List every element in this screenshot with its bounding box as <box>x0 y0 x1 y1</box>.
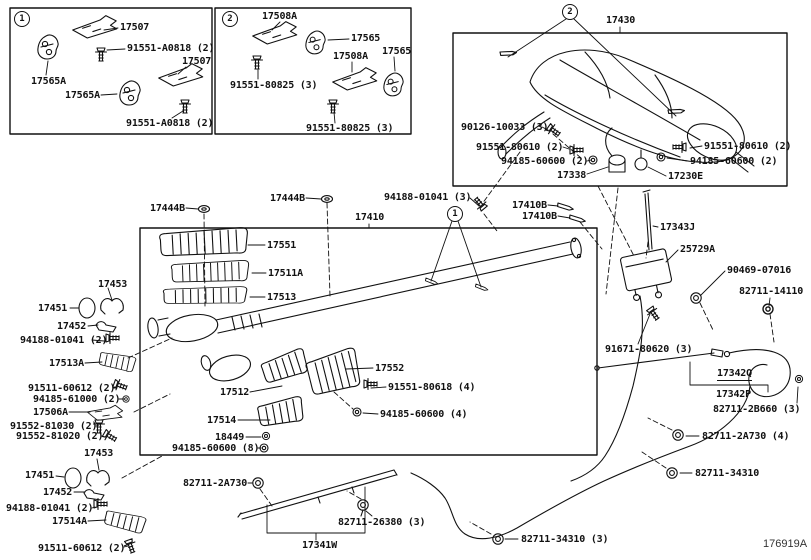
part-label-17565: 17565 <box>351 33 381 44</box>
control-cable-drawing <box>410 295 791 540</box>
inset-box-2 <box>214 7 412 135</box>
box2-hanger-bracket-parts <box>250 20 404 114</box>
part-label-17451: 17451 <box>38 303 68 314</box>
part-label-82711-34310-3-: 82711-34310 (3) <box>521 534 609 545</box>
part-label-91552-81020-2-: 91552-81020 (2) <box>16 431 104 442</box>
part-label-17513A: 17513A <box>49 358 84 369</box>
part-label-18449: 18449 <box>215 432 245 443</box>
callout-balloon-1: 1 <box>447 206 463 222</box>
part-label-17342Q: 17342Q <box>717 368 752 381</box>
part-label-17410: 17410 <box>355 212 385 223</box>
part-label-94185-61000-2-: 94185-61000 (2) <box>33 394 121 405</box>
leader-lines <box>45 18 799 548</box>
part-label-17338: 17338 <box>557 170 587 181</box>
part-label-82711-2B660-3-: 82711-2B660 (3) <box>713 404 801 415</box>
part-label-17507: 17507 <box>120 22 150 33</box>
part-label-17514A: 17514A <box>52 516 87 527</box>
part-label-17341W: 17341W <box>302 540 337 551</box>
part-label-91511-60612-2-: 91511-60612 (2) <box>28 383 116 394</box>
part-label-91671-80620-3-: 91671-80620 (3) <box>605 344 693 355</box>
part-label-17565A: 17565A <box>65 90 100 101</box>
part-label-17513: 17513 <box>267 292 297 303</box>
part-label-17410B: 17410B <box>522 211 557 222</box>
part-label-17451: 17451 <box>25 470 55 481</box>
part-label-17565: 17565 <box>382 46 412 57</box>
part-label-94185-60600-2-: 94185-60600 (2) <box>501 156 589 167</box>
part-label-17508A: 17508A <box>333 51 368 62</box>
part-label-17508A: 17508A <box>262 11 297 22</box>
part-label-17410B: 17410B <box>512 200 547 211</box>
part-label-17453: 17453 <box>84 448 114 459</box>
part-label-17511A: 17511A <box>268 268 303 279</box>
part-label-94185-60600-4-: 94185-60600 (4) <box>380 409 468 420</box>
part-label-90469-07016: 90469-07016 <box>727 265 792 276</box>
center-fasteners <box>259 377 378 453</box>
part-label-91551-80825-3-: 91551-80825 (3) <box>230 80 318 91</box>
part-label-90126-10033-3-: 90126-10033 (3) <box>461 122 549 133</box>
part-label-17452: 17452 <box>57 321 87 332</box>
part-label-91551-A0818-2-: 91551-A0818 (2) <box>127 43 215 54</box>
part-label-17343J: 17343J <box>660 222 695 233</box>
part-label-91511-60612-2-: 91511-60612 (2) <box>38 543 126 554</box>
actuator-25729A-drawing <box>620 248 673 301</box>
callout-balloon-2: 2 <box>222 11 238 27</box>
right-fasteners-clips <box>252 292 804 545</box>
part-label-82711-14110: 82711-14110 <box>739 286 804 297</box>
part-label-82711-26380-3-: 82711-26380 (3) <box>338 517 426 528</box>
converter-drawing <box>200 354 252 382</box>
part-label-17512: 17512 <box>220 387 250 398</box>
part-label-82711-2A730: 82711-2A730 <box>183 478 248 489</box>
valve-canister-drawing <box>605 127 648 173</box>
part-label-17507: 17507 <box>182 56 212 67</box>
dashed-connectors <box>121 133 775 535</box>
muffler-drawing <box>497 48 755 173</box>
callout-balloon-1: 1 <box>14 11 30 27</box>
part-label-91551-80610-2-: 91551-80610 (2) <box>476 142 564 153</box>
part-label-17514: 17514 <box>207 415 237 426</box>
part-label-91551-80825-3-: 91551-80825 (3) <box>306 123 394 134</box>
part-label-25729A: 25729A <box>680 244 715 255</box>
exhaust-pipe-drawing <box>147 237 582 343</box>
part-label-82711-2A730-4-: 82711-2A730 (4) <box>702 431 790 442</box>
part-label-17551: 17551 <box>267 240 297 251</box>
part-label-17453: 17453 <box>98 279 128 290</box>
part-label-17444B: 17444B <box>270 193 305 204</box>
part-label-91552-81030-2-: 91552-81030 (2) <box>10 421 98 432</box>
rod-17341W-drawing <box>237 469 398 520</box>
part-label-91551-80618-4-: 91551-80618 (4) <box>388 382 476 393</box>
part-label-17430: 17430 <box>606 15 636 26</box>
part-label-94188-01041-2-: 94188-01041 (2) <box>6 503 94 514</box>
exhaust-control-rod-17343J <box>642 189 653 251</box>
part-label-82711-34310: 82711-34310 <box>695 468 760 479</box>
main-pipe-box <box>139 227 598 456</box>
part-label-94185-60600-8-: 94185-60600 (8) <box>172 443 260 454</box>
diagram-sheet-code: 176919A <box>763 538 808 550</box>
part-label-94185-60600-2-: 94185-60600 (2) <box>690 156 778 167</box>
callout-balloon-2: 2 <box>562 4 578 20</box>
inset-box-1 <box>9 7 213 135</box>
part-label-17452: 17452 <box>43 487 73 498</box>
part-label-17230E: 17230E <box>668 171 703 182</box>
part-label-94188-01041-3-: 94188-01041 (3) <box>384 192 472 203</box>
part-label-17565A: 17565A <box>31 76 66 87</box>
part-label-91551-80610-2-: 91551-80610 (2) <box>704 141 792 152</box>
part-label-17342P: 17342P <box>716 389 751 400</box>
part-label-17552: 17552 <box>375 363 405 374</box>
part-label-17444B: 17444B <box>150 203 185 214</box>
part-label-17506A: 17506A <box>33 407 68 418</box>
part-label-91551-A0818-2-: 91551-A0818 (2) <box>126 118 214 129</box>
part-label-94188-01041-2-: 94188-01041 (2) <box>20 335 108 346</box>
